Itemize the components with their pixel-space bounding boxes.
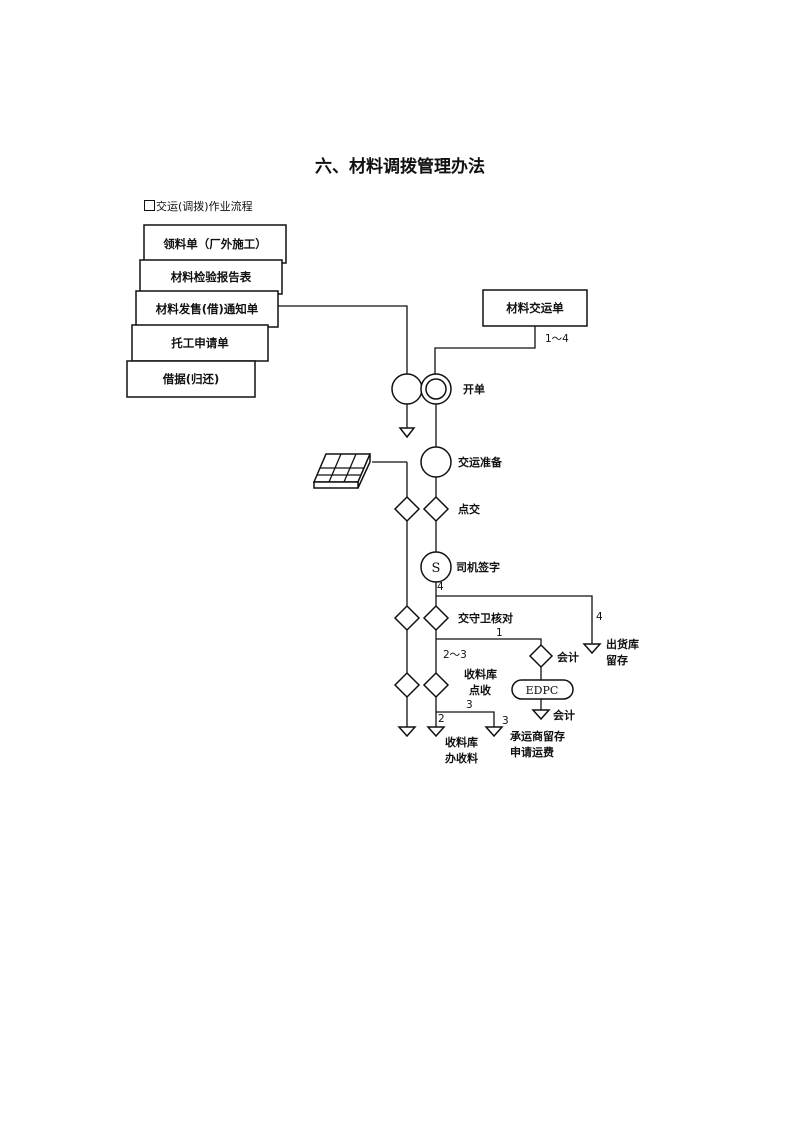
document-label: 借据(归还) [162, 372, 220, 386]
label-outbound-2: 留存 [606, 653, 628, 667]
open-order-step: 开单 [391, 373, 485, 405]
check-diamond-icon [422, 671, 450, 699]
label-bottom-left-1: 收料库 [445, 735, 478, 749]
label-open-order: 开单 [463, 382, 485, 396]
accounting-diamond-icon [528, 643, 554, 669]
label-edpc: EDPC [526, 684, 559, 697]
file-triangle-icon [397, 726, 417, 738]
label-branch-4-side: 4 [596, 611, 603, 623]
page-title: 六、材料调拨管理办法 [315, 157, 485, 177]
prep-step: 交运准备 [420, 446, 503, 478]
file-triangle-icon [531, 709, 551, 721]
label-range-1-4: 1～4 [545, 333, 569, 345]
label-branch-3: 3 [466, 699, 473, 711]
document-label: 托工申请单 [171, 336, 229, 350]
file-triangle-icon [398, 427, 416, 439]
label-branch-2: 2 [438, 713, 445, 725]
edpc-step: EDPC [511, 679, 574, 700]
process-circle-icon [391, 373, 423, 405]
document-lingliaodan: 领料单（厂外施工） [143, 224, 287, 264]
label-prep: 交运准备 [458, 455, 503, 469]
label-branch-4: 4 [437, 581, 444, 593]
document-jiaoyundan: 材料交运单 [482, 289, 588, 327]
label-bottom-right-2: 申请运费 [510, 745, 554, 759]
flow-subtitle-text: 交运(调拨)作业流程 [156, 200, 253, 213]
label-warehouse-receive-1: 收料库 [464, 667, 497, 681]
signature-circle-icon [420, 551, 452, 583]
label-branch-1: 1 [496, 627, 503, 639]
check-diamond-icon [393, 604, 421, 632]
document-label: 材料发售(借)通知单 [156, 302, 259, 316]
label-check: 点交 [458, 502, 480, 516]
check-diamond-icon [393, 495, 421, 523]
label-warehouse-receive-2: 点收 [469, 683, 491, 697]
document-label: 材料交运单 [506, 301, 564, 315]
warehouse-receive-step: 收料库 点收 [393, 667, 497, 699]
check-diamond-icon [393, 671, 421, 699]
label-accounting-2: 会计 [553, 708, 575, 722]
file-triangle-icon [582, 643, 602, 655]
file-triangle-icon [484, 726, 504, 738]
file-triangle-icon [426, 726, 446, 738]
material-crate-icon [312, 453, 372, 489]
document-jianyan-baogao: 材料检验报告表 [139, 259, 283, 295]
edpc-terminal-icon [511, 679, 574, 700]
label-branch-2-3: 2～3 [443, 649, 467, 661]
label-driver-sign: 司机签字 [456, 560, 500, 574]
document-label: 领料单（厂外施工） [162, 237, 267, 251]
process-circle-icon [420, 446, 452, 478]
checkbox-icon [144, 200, 155, 211]
document-stack: 领料单（厂外施工） 材料检验报告表 材料发售(借)通知单 托工申请单 借据(归还… [126, 224, 287, 398]
document-label: 材料检验报告表 [171, 270, 252, 284]
check-step: 点交 [393, 495, 480, 523]
flow-subtitle: 交运(调拨)作业流程 [144, 198, 253, 214]
driver-sign-step: S 司机签字 [420, 551, 500, 583]
document-fashou-tongzhidan: 材料发售(借)通知单 [135, 290, 279, 328]
label-outbound-1: 出货库 [606, 637, 639, 651]
check-diamond-icon [422, 604, 450, 632]
guard-check-step: 交守卫核对 [393, 604, 513, 632]
label-bottom-right-1: 承运商留存 [510, 729, 565, 743]
document-jieju: 借据(归还) [126, 360, 256, 398]
label-branch-3-bottom: 3 [502, 715, 509, 727]
check-diamond-icon [422, 495, 450, 523]
document-tuogong-shenqing: 托工申请单 [131, 324, 269, 362]
label-guard-check: 交守卫核对 [458, 611, 513, 625]
label-bottom-left-2: 办收料 [445, 751, 478, 765]
label-accounting-1: 会计 [557, 650, 579, 664]
driver-symbol: S [432, 561, 441, 576]
